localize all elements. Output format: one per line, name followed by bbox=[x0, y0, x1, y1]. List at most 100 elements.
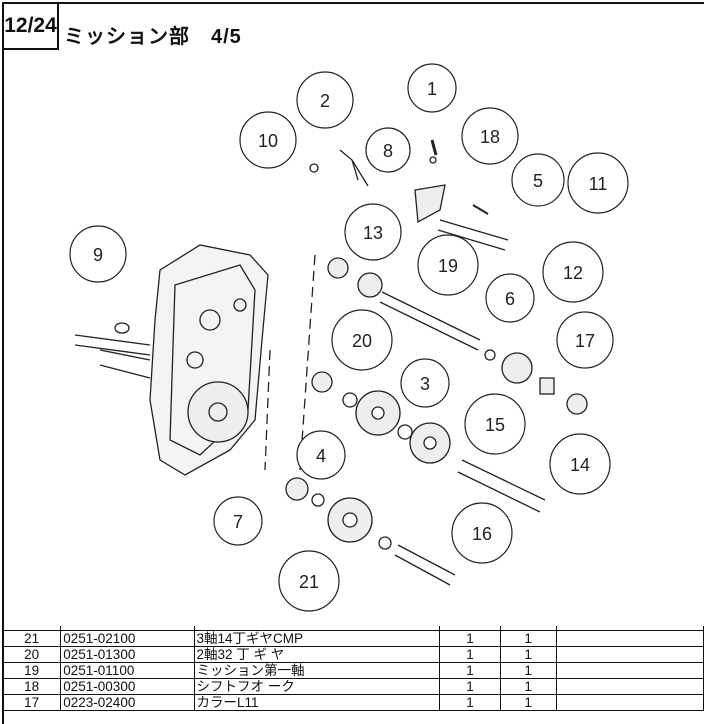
callout-label: 20 bbox=[352, 331, 372, 351]
callout-label: 9 bbox=[93, 245, 103, 265]
cell-code: 0251-00300 bbox=[60, 678, 195, 695]
callout-21: 21 bbox=[278, 550, 340, 612]
callout-12: 12 bbox=[542, 241, 604, 303]
callout-label: 21 bbox=[299, 572, 319, 592]
callout-circle bbox=[296, 430, 346, 480]
callout-18: 18 bbox=[461, 107, 519, 165]
callout-circle bbox=[556, 311, 614, 369]
callout-label: 7 bbox=[233, 512, 243, 532]
callout-label: 5 bbox=[533, 171, 543, 191]
callout-circle bbox=[567, 152, 629, 214]
callout-9: 9 bbox=[69, 225, 127, 283]
cell-qty2: 1 bbox=[499, 694, 557, 711]
cell-qty2: 1 bbox=[499, 646, 557, 663]
callout-circle bbox=[239, 111, 297, 169]
callout-1: 1 bbox=[407, 63, 457, 113]
cell-name: 2軸32 丁 ギ ヤ bbox=[193, 646, 441, 663]
cell-name: ミッション第一軸 bbox=[193, 662, 441, 679]
cell-code: 0223-02400 bbox=[60, 694, 195, 711]
callout-circle bbox=[451, 502, 513, 564]
callout-label: 10 bbox=[258, 131, 278, 151]
callout-label: 3 bbox=[420, 374, 430, 394]
cell-qty2: 1 bbox=[499, 662, 557, 679]
cell-name: 3軸14丁ギヤCMP bbox=[193, 630, 441, 647]
callout-circle bbox=[461, 107, 519, 165]
callout-label: 19 bbox=[438, 256, 458, 276]
callout-label: 2 bbox=[320, 91, 330, 111]
callout-5: 5 bbox=[511, 153, 565, 207]
cell-qty1: 1 bbox=[439, 662, 501, 679]
cell-code: 0251-02100 bbox=[60, 630, 195, 647]
cell-no: 19 bbox=[1, 662, 62, 679]
cell-name: シフトフオ ーク bbox=[193, 678, 441, 695]
cell-no: 20 bbox=[1, 646, 62, 663]
callout-3: 3 bbox=[400, 358, 450, 408]
callout-11: 11 bbox=[567, 152, 629, 214]
callout-6: 6 bbox=[485, 273, 535, 323]
callout-circle bbox=[331, 309, 393, 371]
callout-circle bbox=[213, 496, 263, 546]
cell-qty2: 1 bbox=[499, 630, 557, 647]
page-title: ミッション部 4/5 bbox=[64, 26, 242, 48]
cell-qty1: 1 bbox=[439, 678, 501, 695]
callout-label: 13 bbox=[363, 223, 383, 243]
cell-no: 17 bbox=[1, 694, 62, 711]
callout-10: 10 bbox=[239, 111, 297, 169]
cell-no: 18 bbox=[1, 678, 62, 695]
callout-label: 4 bbox=[316, 446, 326, 466]
cell-no: 21 bbox=[1, 630, 62, 647]
callout-label: 16 bbox=[472, 524, 492, 544]
page-number: 12/24 bbox=[2, 2, 59, 50]
callout-circle bbox=[464, 393, 526, 455]
callout-16: 16 bbox=[451, 502, 513, 564]
callout-circle bbox=[407, 63, 457, 113]
cell-qty2: 1 bbox=[499, 678, 557, 695]
callout-circle bbox=[400, 358, 450, 408]
callout-circle bbox=[344, 203, 402, 261]
callout-label: 6 bbox=[505, 289, 515, 309]
callout-circle bbox=[417, 234, 479, 296]
callout-circle bbox=[549, 433, 611, 495]
callout-4: 4 bbox=[296, 430, 346, 480]
callout-label: 14 bbox=[570, 455, 590, 475]
cell-qty1: 1 bbox=[439, 694, 501, 711]
cell-remarks bbox=[555, 646, 704, 663]
cell-code: 0251-01300 bbox=[60, 646, 195, 663]
callout-label: 15 bbox=[485, 415, 505, 435]
cell-name: カラーL11 bbox=[193, 694, 441, 711]
callout-13: 13 bbox=[344, 203, 402, 261]
cell-remarks bbox=[555, 662, 704, 679]
shaft-19 bbox=[379, 291, 481, 351]
callout-circle bbox=[278, 550, 340, 612]
callout-label: 17 bbox=[575, 331, 595, 351]
cell-qty1: 1 bbox=[439, 630, 501, 647]
callout-20: 20 bbox=[331, 309, 393, 371]
callout-17: 17 bbox=[556, 311, 614, 369]
callout-circle bbox=[69, 225, 127, 283]
callout-label: 11 bbox=[589, 174, 608, 194]
callout-circle bbox=[511, 153, 565, 207]
parts-drawing bbox=[74, 139, 588, 586]
callout-label: 1 bbox=[427, 79, 437, 99]
callout-circle bbox=[365, 127, 411, 173]
callout-8: 8 bbox=[365, 127, 411, 173]
cell-remarks bbox=[555, 678, 704, 695]
callout-circle bbox=[296, 71, 354, 129]
cell-remarks bbox=[555, 694, 704, 711]
callout-circle bbox=[542, 241, 604, 303]
callout-2: 2 bbox=[296, 71, 354, 129]
callout-label: 8 bbox=[383, 141, 393, 161]
callout-label: 18 bbox=[480, 127, 500, 147]
callout-circle bbox=[485, 273, 535, 323]
cell-code: 0251-01100 bbox=[60, 662, 195, 679]
callout-15: 15 bbox=[464, 393, 526, 455]
callout-7: 7 bbox=[213, 496, 263, 546]
